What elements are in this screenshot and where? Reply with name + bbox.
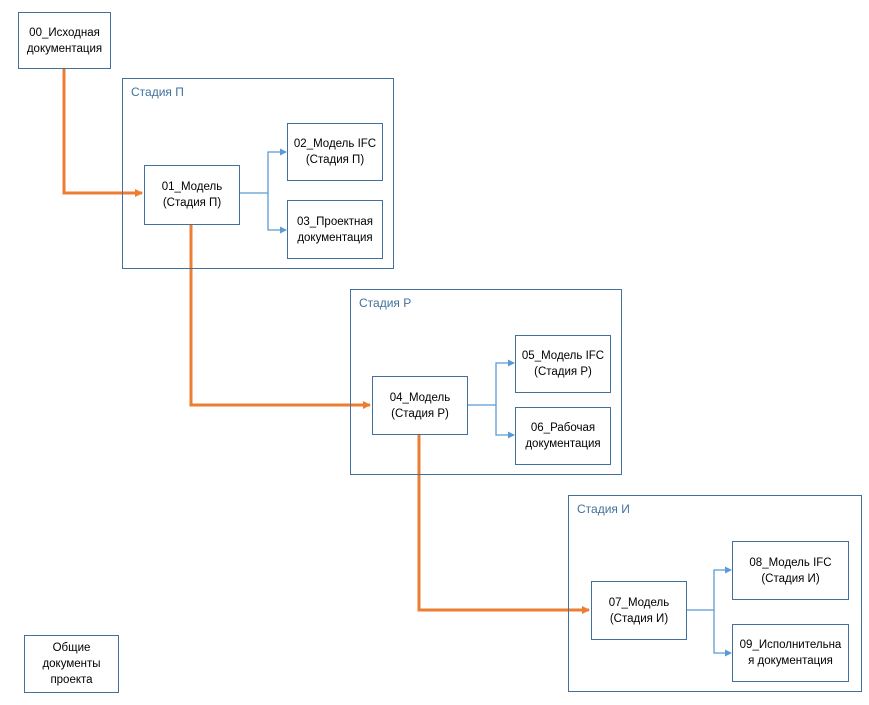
node-01-model-stage-p[interactable]: 01_Модель (Стадия П) bbox=[144, 165, 240, 225]
node-02-ifc-stage-p[interactable]: 02_Модель IFC (Стадия П) bbox=[287, 123, 383, 181]
node-00-source-docs[interactable]: 00_Исходная документация bbox=[18, 12, 111, 69]
branch-arrow-04-06 bbox=[495, 405, 515, 439]
node-common-project-docs[interactable]: Общие документы проекта bbox=[24, 635, 119, 693]
stage-i-label: Стадия И bbox=[577, 502, 630, 516]
stage-r-container: Стадия Р bbox=[350, 289, 622, 475]
branch-arrow-07-09 bbox=[713, 610, 732, 657]
flow-arrow-00-01 bbox=[62, 68, 143, 197]
stage-i-container: Стадия И bbox=[568, 495, 862, 692]
node-09-asbuilt-docs[interactable]: 09_Исполнительна я документация bbox=[732, 624, 849, 682]
branch-arrow-01-03 bbox=[267, 193, 287, 234]
flow-arrow-01-04 bbox=[189, 225, 371, 409]
node-08-ifc-stage-i[interactable]: 08_Модель IFC (Стадия И) bbox=[732, 541, 849, 600]
branch-arrow-01-02 bbox=[239, 148, 287, 194]
node-04-model-stage-r[interactable]: 04_Модель (Стадия Р) bbox=[372, 376, 468, 435]
node-05-ifc-stage-r[interactable]: 05_Модель IFC (Стадия Р) bbox=[515, 335, 611, 393]
stage-p-label: Стадия П bbox=[131, 85, 184, 99]
stage-r-label: Стадия Р bbox=[359, 296, 412, 310]
node-07-model-stage-i[interactable]: 07_Модель (Стадия И) bbox=[591, 581, 687, 640]
node-06-working-docs[interactable]: 06_Рабочая документация bbox=[515, 407, 611, 465]
flow-arrow-04-07 bbox=[417, 434, 590, 614]
node-03-project-docs[interactable]: 03_Проектная документация bbox=[287, 200, 383, 259]
branch-arrow-07-08 bbox=[686, 566, 732, 611]
branch-arrow-04-05 bbox=[467, 359, 515, 406]
stage-p-container: Стадия П bbox=[122, 78, 394, 269]
